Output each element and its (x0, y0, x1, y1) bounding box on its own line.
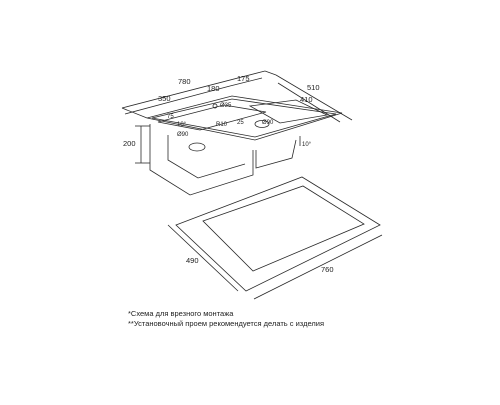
sink-rim-outer (146, 95, 343, 141)
right-drain (254, 120, 270, 128)
label-350: 350 (158, 94, 171, 103)
tap-hole (212, 103, 218, 109)
left-bowl-opening (157, 104, 267, 131)
dim-line-175 (229, 77, 263, 87)
label-200: 200 (123, 139, 136, 148)
dim-line-760 (253, 234, 383, 300)
label-490: 490 (186, 256, 199, 265)
label-25: 25 (237, 120, 244, 126)
dim-line-510 (275, 74, 353, 121)
right-bowl-body (255, 139, 297, 169)
label-angle-left: 10° (177, 122, 187, 128)
right-bowl-opening (248, 99, 329, 124)
dim-line-490 (167, 224, 239, 292)
dim-line-780 (121, 70, 266, 109)
label-hole-35: Ø35 (220, 103, 232, 109)
label-180: 180 (207, 84, 220, 93)
label-510: 510 (307, 83, 320, 92)
installation-notes: *Схема для врезного монтажа **Установочн… (128, 309, 324, 329)
label-r10: R10 (216, 122, 228, 128)
dim-line-410 (277, 82, 341, 123)
ext-line-top (121, 107, 148, 119)
cutout-frame-inner (202, 185, 365, 272)
label-drain-right: Ø90 (262, 120, 274, 126)
label-410: 410 (300, 95, 313, 104)
dim-line-180 (195, 85, 231, 96)
label-175: 175 (237, 74, 250, 83)
note-1: *Схема для врезного монтажа (128, 309, 234, 318)
dim-line-350 (124, 94, 197, 115)
cutout-frame-outer (175, 176, 381, 292)
label-780: 780 (178, 77, 191, 86)
left-drain (188, 142, 206, 152)
note-2: **Установочный проем рекомендуется делат… (128, 319, 325, 328)
left-bowl-inner-wall (167, 135, 246, 179)
ext-line-right (264, 70, 277, 76)
label-angle-right: 10° (302, 142, 312, 148)
label-drain-left: Ø90 (177, 132, 189, 138)
left-bowl-body (149, 124, 254, 196)
label-760: 760 (321, 265, 334, 274)
label-75: 75 (167, 114, 174, 120)
sink-rim-inner (151, 98, 337, 138)
